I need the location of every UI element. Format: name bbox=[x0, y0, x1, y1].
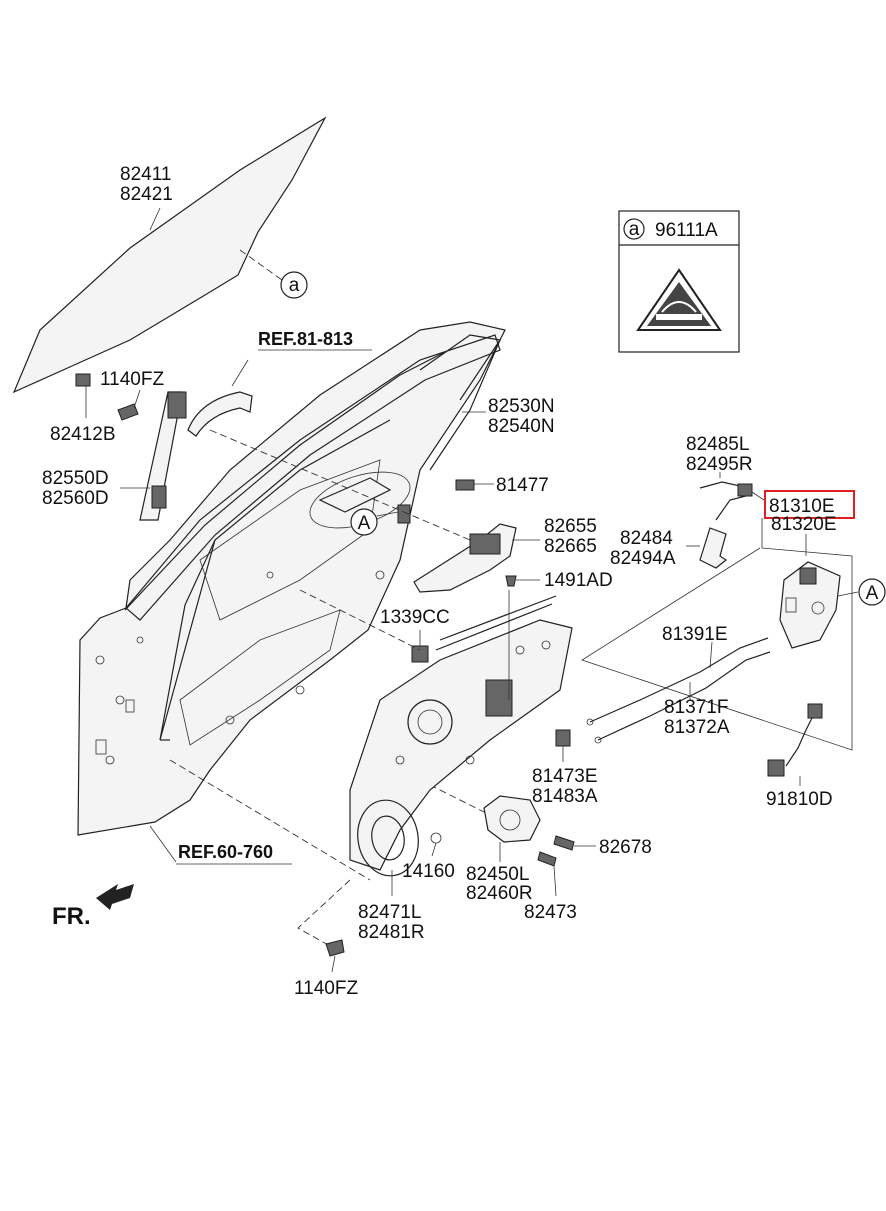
label-weatherstrip-2: 82540N bbox=[488, 416, 555, 437]
label-glass-bolt: 1140FZ bbox=[100, 369, 164, 390]
label-clip-81473-2: 81483A bbox=[532, 786, 598, 807]
nut-1339CC bbox=[411, 630, 429, 663]
label-bolt-bottom: 1140FZ bbox=[294, 978, 358, 999]
regulator-motor bbox=[483, 795, 541, 862]
door-latch bbox=[779, 561, 859, 649]
label-bracket-1: 82484 bbox=[620, 528, 673, 549]
door-inner-panel bbox=[77, 321, 506, 836]
glass-clip bbox=[75, 373, 91, 418]
bolt-82473 bbox=[537, 851, 557, 897]
label-rod-1: 82485L bbox=[686, 434, 749, 455]
label-clip-1491: 1491AD bbox=[544, 570, 613, 591]
label-channel-rear-2: 82560D bbox=[42, 488, 109, 509]
label-handle-base-2: 82665 bbox=[544, 536, 597, 557]
outside-handle bbox=[187, 359, 253, 437]
legend-box: a 96111A bbox=[618, 210, 740, 353]
callout-A-handle: A bbox=[350, 508, 378, 536]
label-channel-rear-1: 82550D bbox=[42, 468, 109, 489]
rod-82485L bbox=[699, 472, 765, 521]
callout-A-latch-label: A bbox=[866, 583, 879, 604]
label-clip-81473-1: 81473E bbox=[532, 766, 598, 787]
screw-81477 bbox=[455, 479, 494, 491]
clip-14160 bbox=[430, 832, 442, 857]
callout-A-latch: A bbox=[858, 578, 886, 606]
window-regulator bbox=[349, 590, 573, 877]
bolt-82678 bbox=[553, 835, 596, 851]
bracket-82484 bbox=[686, 527, 728, 569]
legend-callout: a bbox=[629, 219, 640, 240]
callout-A-handle-label: A bbox=[358, 513, 371, 534]
label-motor-1: 82450L bbox=[466, 864, 529, 885]
label-glass-2: 82421 bbox=[120, 184, 173, 205]
label-latch-1: 81310E bbox=[769, 496, 835, 517]
callout-a-glass: a bbox=[280, 271, 308, 299]
label-glass-1: 82411 bbox=[120, 164, 171, 185]
label-screw-81477: 81477 bbox=[496, 475, 549, 496]
latch-wiring bbox=[767, 703, 823, 786]
inside-handle-base bbox=[413, 523, 540, 593]
rear-run-channel bbox=[120, 391, 187, 521]
label-glass-clip: 82412B bbox=[50, 424, 116, 445]
clip-81473E bbox=[555, 729, 571, 762]
label-rod-2: 82495R bbox=[686, 454, 753, 475]
label-cable-rear-1: 81371F bbox=[664, 697, 728, 718]
label-wiring: 91810D bbox=[766, 789, 833, 810]
glass-bolt-bottom bbox=[325, 939, 345, 973]
label-bolt-82473: 82473 bbox=[524, 902, 577, 923]
latch-cables bbox=[586, 637, 771, 744]
label-handle-ref: REF.81-813 bbox=[258, 329, 353, 349]
legend-part-number: 96111A bbox=[655, 220, 718, 241]
door-weatherstrip bbox=[125, 334, 501, 741]
highlight-box bbox=[764, 490, 855, 519]
label-bolt-82678: 82678 bbox=[599, 837, 652, 858]
label-regulator-1: 82471L bbox=[358, 902, 421, 923]
latch-group-outline bbox=[581, 518, 853, 751]
label-door-ref: REF.60-760 bbox=[178, 842, 273, 862]
label-latch-2: 81320E bbox=[771, 514, 837, 535]
label-weatherstrip-1: 82530N bbox=[488, 396, 555, 417]
clip-1491AD bbox=[505, 575, 540, 587]
label-front: FR. bbox=[52, 903, 91, 930]
label-regulator-2: 82481R bbox=[358, 922, 425, 943]
callout-a-glass-label: a bbox=[289, 275, 300, 296]
door-glass bbox=[12, 116, 327, 394]
label-cable-front: 81391E bbox=[662, 624, 728, 645]
glass-bolt-top bbox=[117, 389, 141, 421]
warning-label-icon bbox=[636, 268, 722, 331]
label-motor-2: 82460R bbox=[466, 883, 533, 904]
label-bracket-2: 82494A bbox=[610, 548, 676, 569]
label-nut-1339: 1339CC bbox=[380, 607, 450, 628]
label-cable-rear-2: 81372A bbox=[664, 717, 730, 738]
label-handle-base-1: 82655 bbox=[544, 516, 597, 537]
front-arrow-icon bbox=[96, 884, 134, 910]
label-clip-14160: 14160 bbox=[402, 861, 455, 882]
